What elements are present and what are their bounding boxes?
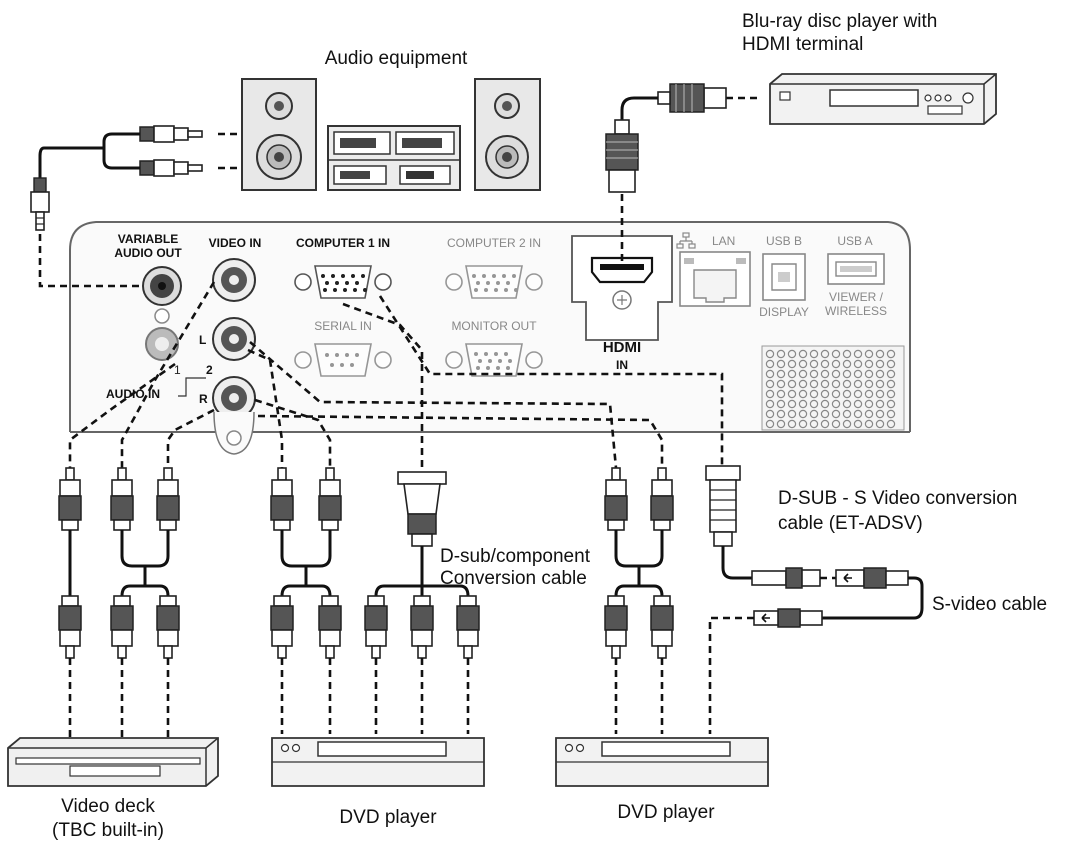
svideo-plug-icon <box>753 608 823 628</box>
video-deck-caption-2: (TBC built-in) <box>52 820 164 841</box>
audio-in-2-l-jack[interactable] <box>212 317 256 361</box>
computer1-in-label: COMPUTER 1 IN <box>296 236 390 250</box>
projector-terminal-panel: VARIABLE AUDIO OUT 1 2 AUDIO IN VIDEO IN… <box>69 221 911 455</box>
mini-plug-icon <box>30 177 50 231</box>
svideo-cable-caption: S-video cable <box>932 594 1047 615</box>
monitor-out-port[interactable] <box>445 343 543 377</box>
screw-icon <box>154 308 170 324</box>
video-deck-caption: Video deck <box>61 796 155 817</box>
variable-audio-out-label-2: AUDIO OUT <box>114 246 182 260</box>
dsub-component-caption-2: Conversion cable <box>440 568 587 589</box>
speaker-left <box>241 78 317 191</box>
audio-r-label: R <box>199 392 208 406</box>
bluray-caption: Blu-ray disc player with <box>742 11 937 32</box>
hdmi-cable <box>605 83 762 262</box>
connection-lines <box>68 281 724 472</box>
dsub-svideo-caption: D-SUB - S Video conversion <box>778 488 1017 509</box>
dsub-svideo-caption-2: cable (ET-ADSV) <box>778 513 923 534</box>
speaker-right <box>474 78 541 191</box>
dsub-component-caption: D-sub/component <box>440 546 591 567</box>
audio-equipment-caption: Audio equipment <box>325 48 468 69</box>
hdmi-in-port[interactable] <box>571 235 673 341</box>
dsub-svideo-adapter <box>705 465 836 589</box>
serial-in-label: SERIAL IN <box>314 319 372 333</box>
screw-icon <box>226 430 242 446</box>
video-deck-cables <box>58 467 180 738</box>
dvd1-cables <box>270 467 480 734</box>
viewer-wireless-label-2: WIRELESS <box>825 304 887 318</box>
video-deck <box>7 737 219 787</box>
lan-port[interactable] <box>679 251 751 307</box>
svideo-plug-icon <box>835 567 909 589</box>
speaker-grille <box>761 345 905 431</box>
usb-a-label: USB A <box>837 234 872 248</box>
dvd-player-2 <box>555 737 769 787</box>
dsub-component-connector <box>397 471 447 547</box>
audio-out-cable <box>30 125 238 288</box>
computer2-in-port[interactable] <box>445 265 543 299</box>
dvd2-cables <box>604 467 674 734</box>
usb-a-port[interactable] <box>827 253 885 285</box>
audio-in-1-label: 1 <box>174 363 181 377</box>
computer1-in-port[interactable] <box>294 265 392 299</box>
hdmi-plug-icon <box>605 119 639 193</box>
dvd-player-1 <box>271 737 485 787</box>
video-in-jack[interactable] <box>212 258 256 302</box>
serial-in-port[interactable] <box>294 343 392 377</box>
hdmi-plug-icon <box>657 83 727 113</box>
audio-in-2-label: 2 <box>206 363 213 377</box>
audio-equipment: Audio equipment <box>241 48 541 191</box>
display-label: DISPLAY <box>759 305 809 319</box>
audio-in-2-r-jack[interactable] <box>212 376 256 420</box>
lan-icon <box>676 232 696 249</box>
usb-b-label: USB B <box>766 234 802 248</box>
hdmi-in-label: IN <box>616 358 628 372</box>
audio-l-label: L <box>199 333 206 347</box>
hdmi-logo: HDMI <box>603 339 641 356</box>
monitor-out-label: MONITOR OUT <box>451 319 537 333</box>
dvd-player-1-caption: DVD player <box>339 807 437 828</box>
rca-plug-icon <box>139 159 203 177</box>
dvd-player-2-caption: DVD player <box>617 802 715 823</box>
usb-b-port[interactable] <box>762 253 806 301</box>
variable-audio-out-jack[interactable] <box>142 266 182 306</box>
audio-in-1-jack[interactable] <box>145 327 179 361</box>
stereo-system <box>327 125 461 191</box>
variable-audio-out-label: VARIABLE <box>118 232 178 246</box>
video-in-label: VIDEO IN <box>209 236 262 250</box>
bluray-player <box>769 73 997 125</box>
rca-plug-icon <box>139 125 203 143</box>
bluray-caption-2: HDMI terminal <box>742 34 863 55</box>
lan-label: LAN <box>712 234 735 248</box>
viewer-wireless-label: VIEWER / <box>829 290 884 304</box>
svideo-cable <box>708 567 924 734</box>
computer2-in-label: COMPUTER 2 IN <box>447 236 541 250</box>
